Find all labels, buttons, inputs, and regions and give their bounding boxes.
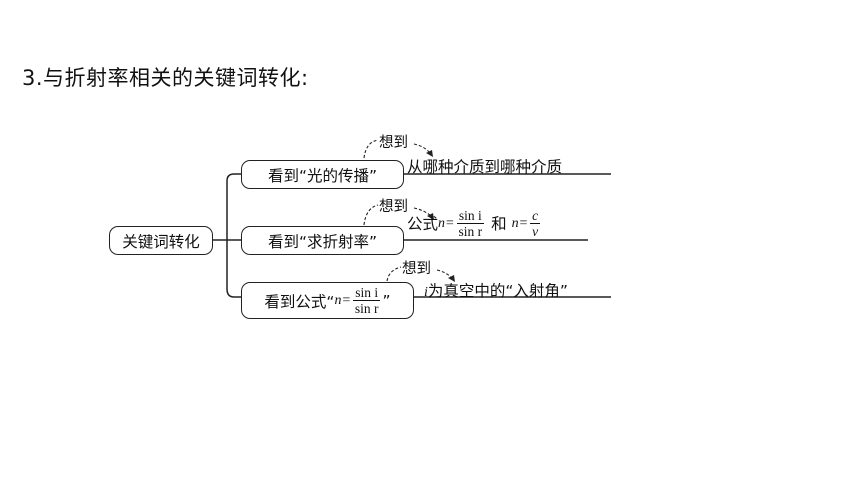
branch-2-result: 公式 n= sin i sin r 和 n= c v [407,208,542,239]
dashed-arrow-1 [363,139,379,159]
branch-3-formula-fraction: sin i sin r [353,285,381,316]
formula-2-fraction: c v [530,208,541,239]
branch-3-result: i为真空中的“入射角” [424,281,568,303]
brace-bracket [226,173,241,298]
formula-2-numerator: c [530,208,541,224]
branch-2-joiner: 和 [491,214,507,233]
branch-2-label: 看到“求折射率” [267,232,378,251]
formula-1-lhs: n= [438,215,455,231]
arrowhead-1 [426,150,433,157]
dashed-arrow-2 [363,204,379,226]
branch-3-think: 想到 [402,261,431,277]
formula-1-numerator: sin i [456,208,484,224]
branch-2-think: 想到 [379,199,408,215]
dashed-arrow-3 [386,266,402,282]
branch-1-result: 从哪种介质到哪种介质 [407,158,563,176]
branch-3-formula-lhs: n= [334,292,351,308]
formula-2-lhs: n= [511,215,529,231]
branch-3-formula-denominator: sin r [354,301,379,316]
arrowhead-3 [448,275,455,282]
branch-1-box: 看到“光的传播” [241,160,404,189]
section-heading: 3.与折射率相关的关键词转化: [22,66,309,90]
root-label: 关键词转化 [122,232,200,251]
branch-3-result-variable: i [424,285,428,300]
branch-3-box: 看到公式“ n= sin i sin r ” [241,282,414,319]
arrowhead-2 [427,213,434,220]
formula-2-denominator: v [532,224,539,239]
branch-3-formula-numerator: sin i [353,285,381,301]
branch-1-label: 看到“光的传播” [267,166,378,185]
branch-2-result-prefix: 公式 [407,214,439,233]
formula-1-denominator: sin r [458,224,483,239]
dashed-arrow-3-tail [436,269,453,279]
branch-3-label-prefix: 看到公式“ [264,292,335,311]
root-node: 关键词转化 [109,226,213,255]
branch-1-think: 想到 [379,135,408,151]
branch-3-label-suffix: ” [382,291,391,310]
formula-1-fraction: sin i sin r [456,208,484,239]
dashed-arrow-1-tail [413,143,431,154]
branch-3-result-text: 为真空中的“入射角” [427,282,568,300]
branch-2-box: 看到“求折射率” [241,226,404,255]
